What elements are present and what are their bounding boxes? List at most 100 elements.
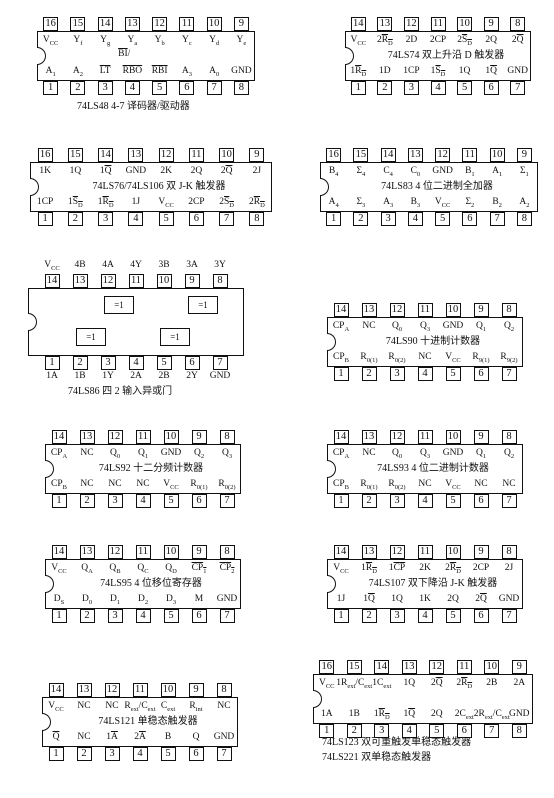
pin-label-top-74ls76: 1Q [69, 166, 82, 176]
pin-bottom-74ls95: 3 [107, 609, 123, 623]
pin-label-bottom-74ls90: VCC [445, 352, 461, 364]
pin-bottom-74ls95: 1 [51, 609, 67, 623]
pin-label-bottom-74ls121: 2A [134, 732, 146, 742]
pin-top-74ls76: 9 [249, 148, 265, 162]
chip-body-74ls74 [345, 31, 531, 81]
pin-label-top-74ls74: 2D [405, 35, 418, 45]
pin-bottom-74ls107: 6 [473, 609, 489, 623]
pin-label-top-74ls121: NC [217, 701, 231, 711]
pin-top-74ls107: 8 [501, 545, 517, 559]
pin-label-bottom-74ls86: GND [209, 371, 231, 381]
pin-bottom-74ls83: 3 [380, 212, 396, 226]
pin-label-top-74ls121: VCC [48, 701, 64, 713]
pin-label-top-74ls93: CPA [332, 448, 350, 460]
pin-label-top-74ls76: 2Q [220, 166, 233, 176]
pin-label-bottom-74ls123: 1A [320, 709, 333, 719]
pin-label-top-74ls76: 1K [39, 166, 51, 176]
pin-bottom-74ls107: 5 [445, 609, 461, 623]
pin-top-74ls107: 14 [333, 545, 349, 559]
pin-label-bottom-74ls83: B3 [410, 197, 421, 209]
pin-label-top-74ls83: GND [432, 166, 453, 176]
pin-top-74ls107: 12 [389, 545, 405, 559]
pin-label-top-74ls90: Q2 [503, 321, 515, 333]
pin-top-74ls121: 13 [76, 683, 92, 697]
pin-top-74ls83: 15 [353, 148, 369, 162]
pin-top-74ls86: 8 [212, 274, 228, 288]
pin-label-bottom-74ls83: VCC [434, 197, 451, 209]
pin-label-bottom-74ls121: NC [77, 732, 91, 742]
pin-top-74ls107: 11 [417, 545, 433, 559]
pin-top-74ls83: 10 [489, 148, 505, 162]
pin-top-74ls48: 15 [70, 17, 86, 31]
pin-label-top-74ls74: VCC [350, 35, 367, 47]
chip-title-74ls92: 74LS92 十二分频计数器 [98, 463, 204, 474]
pin-label-top-74ls90: NC [362, 321, 376, 331]
pin-top-74ls86: 13 [72, 274, 88, 288]
pin-bottom-74ls48: 8 [233, 81, 249, 95]
pin-bottom-74ls123: 2 [346, 724, 362, 738]
pin-label-top-74ls76: GND [125, 166, 147, 176]
pin-label-top-74ls123: 2A [513, 678, 526, 688]
pin-label-top-74ls95: QC [137, 563, 149, 575]
pin-top-74ls83: 9 [516, 148, 532, 162]
pin-label-bottom-74ls107: 2Q [475, 594, 487, 604]
pin-label-top-74ls121: Cext [160, 701, 176, 713]
chip-body-74ls121 [42, 697, 238, 747]
pin-bottom-74ls48: 4 [124, 81, 140, 95]
pin-bottom-74ls83: 1 [326, 212, 342, 226]
pin-label-top-74ls93: Q3 [419, 448, 431, 460]
pin-label-bottom-74ls74: 1SD [430, 66, 446, 78]
pin-top-74ls93: 10 [445, 430, 461, 444]
pin-label-top-74ls48: Yc [181, 35, 192, 47]
pin-label-bottom-74ls90: CPB [333, 352, 349, 364]
pin-label-top-74ls107: 2J [504, 563, 514, 573]
caption-74ls123: 74LS123 双可重触发单稳态触发器 [322, 737, 472, 748]
pin-label-top-74ls95: CP2 [219, 563, 235, 575]
pin-top-74ls95: 8 [219, 545, 235, 559]
pin-bottom-74ls121: 2 [76, 747, 92, 761]
pin-label-top-74ls123: 2Q [430, 678, 443, 688]
pin-bottom-74ls48: 5 [152, 81, 168, 95]
pin-label-bottom-74ls92: VCC [163, 479, 179, 491]
pin-label-bottom-74ls74: GND [507, 66, 528, 76]
pin-bottom-74ls123: 6 [456, 724, 472, 738]
pin-top-74ls76: 11 [188, 148, 204, 162]
pin-label-bottom-74ls92: CPB [51, 479, 67, 491]
pin-label-bottom-74ls48: LT [99, 66, 111, 76]
pin-bottom-74ls121: 3 [104, 747, 120, 761]
pin-label-bottom-74ls90: NC [418, 352, 432, 362]
pin-bottom-74ls48: 2 [70, 81, 86, 95]
chip-title-74ls121: 74LS121 单稳态触发器 [98, 716, 198, 727]
pin-label-top-74ls95: VCC [51, 563, 67, 575]
pin-bottom-74ls76: 1 [37, 212, 53, 226]
pin-label-bottom-74ls92: R0(1) [190, 479, 208, 491]
pin-label-top-74ls90: Q1 [475, 321, 487, 333]
pin-label-bottom-74ls123: 2Rext/Cext [473, 709, 510, 721]
pin-top-74ls74: 10 [457, 17, 473, 31]
pin-label-top-74ls83: C4 [383, 166, 393, 178]
pin-top-74ls74: 13 [377, 17, 393, 31]
pin-bottom-74ls121: 5 [160, 747, 176, 761]
pin-top-74ls86: 9 [184, 274, 200, 288]
pin-top-74ls90: 14 [333, 303, 349, 317]
xor-gate-2: =1 [160, 328, 190, 346]
pin-label-bottom-74ls83: A2 [519, 197, 530, 209]
pin-label-bottom-74ls123: 2Q [430, 709, 443, 719]
pin-bottom-74ls90: 4 [417, 367, 433, 381]
pin-bottom-74ls76: 7 [219, 212, 235, 226]
pin-label-top-74ls48: Ya [127, 35, 138, 47]
pin-bottom-74ls48: 3 [97, 81, 113, 95]
pin-bottom-74ls90: 3 [389, 367, 405, 381]
pin-label-top-74ls93: NC [362, 448, 376, 458]
pin-label-bottom-74ls95: GND [216, 594, 238, 604]
pin-label-top-74ls83: C0 [410, 166, 421, 178]
pin-label-bottom-74ls86: 1Y [102, 371, 114, 381]
pin-label-top-74ls107: 2K [419, 563, 431, 573]
pin-label-bottom-74ls83: B2 [492, 197, 502, 209]
pin-label-bottom-74ls92: NC [80, 479, 94, 489]
pin-top-74ls95: 9 [191, 545, 207, 559]
pin-label-bottom-74ls93: NC [474, 479, 488, 489]
pin-bottom-74ls92: 3 [107, 494, 123, 508]
pin-label-bottom-74ls74: 1CP [403, 66, 420, 76]
pin-top-74ls121: 9 [188, 683, 204, 697]
